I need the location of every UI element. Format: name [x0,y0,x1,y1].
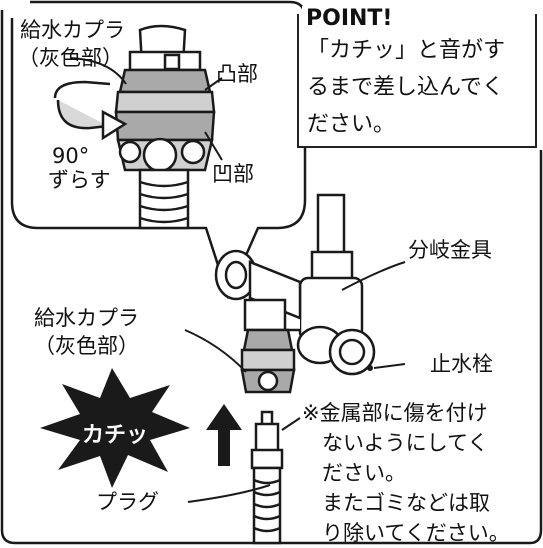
inset-leader-lines [69,57,223,161]
main-coupler-sublabel: （灰色部） [34,334,139,358]
main-pipe [316,193,346,257]
point-text-line1: 「カチッ」と音がす [307,38,506,63]
caution-line3: ださい。 [322,461,406,485]
inset-coupler-label: 給水カプラ [20,18,125,42]
up-arrow-icon [206,404,242,466]
plug [250,410,284,545]
rotate-arrow-icon [53,80,128,141]
caution-line2: ないようにしてく [322,431,489,455]
rotate-degrees-label: 90° [52,144,90,168]
main-coupler [240,328,296,394]
plug-label: プラグ [96,490,159,514]
inset-hose [138,168,190,230]
caution-line1: ※金属部に傷を付け [302,401,488,425]
main-leader-lines [184,261,406,503]
point-text-line2: るまで差し込んでく [307,75,504,100]
click-sound-label: カチッ [82,423,149,448]
caution-line5: り除いてください。 [322,521,510,545]
convex-label: 凸部 [216,62,258,86]
point-heading: POINT! [302,6,397,31]
inset-coupler [114,24,216,173]
branch-fitting-label: 分岐金具 [408,238,492,262]
rotate-shift-label: ずらす [48,168,111,192]
click-starburst [40,368,190,488]
caution-note: ※金属部に傷を付け ないようにしてく ださい。 またゴミなどは取 り除いてくださ… [302,398,510,548]
main-coupler-label: 給水カプラ [34,306,139,330]
inset-coupler-sublabel: （灰色部） [18,46,123,70]
point-text: 「カチッ」と音がす るまで差し込んでく ださい。 [307,32,505,143]
stop-valve-label: 止水栓 [430,352,493,376]
stop-valve-dot [367,365,373,371]
caution-line4: またゴミなどは取 [322,491,490,515]
point-text-line3: ださい。 [307,112,396,137]
concave-label: 凹部 [212,162,254,186]
point-box [297,14,537,148]
